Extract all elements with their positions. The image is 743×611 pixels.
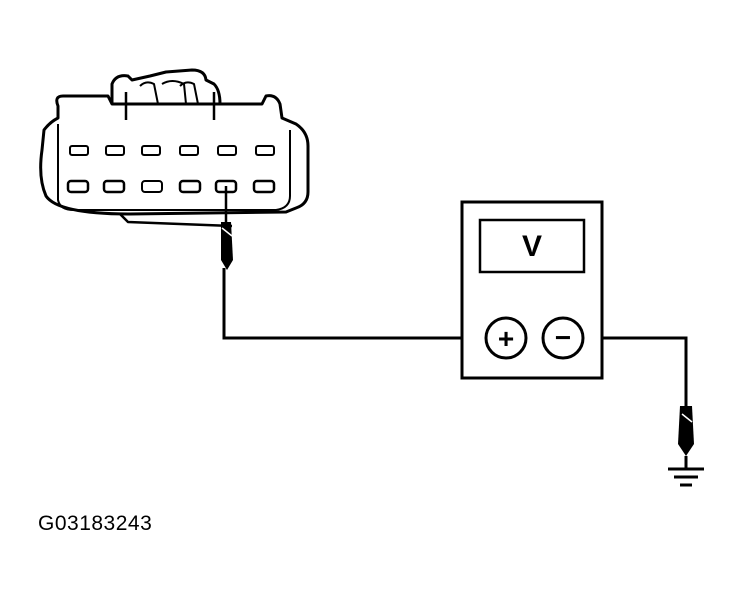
voltmeter-display	[478, 218, 586, 274]
positive-symbol: +	[498, 323, 514, 354]
probe-icon	[221, 186, 233, 270]
negative-terminal	[541, 316, 585, 360]
ground-icon	[668, 467, 704, 487]
connector-icon	[39, 68, 310, 228]
voltmeter-icon: V + −	[460, 200, 604, 380]
positive-lead	[222, 268, 486, 340]
figure-id-label: G03183243	[38, 512, 153, 535]
display-symbol: V	[522, 230, 542, 263]
ground-probe-icon	[678, 406, 694, 468]
negative-lead	[578, 336, 688, 410]
positive-terminal	[484, 316, 528, 360]
test-leads	[222, 268, 688, 410]
negative-symbol: −	[555, 322, 571, 353]
